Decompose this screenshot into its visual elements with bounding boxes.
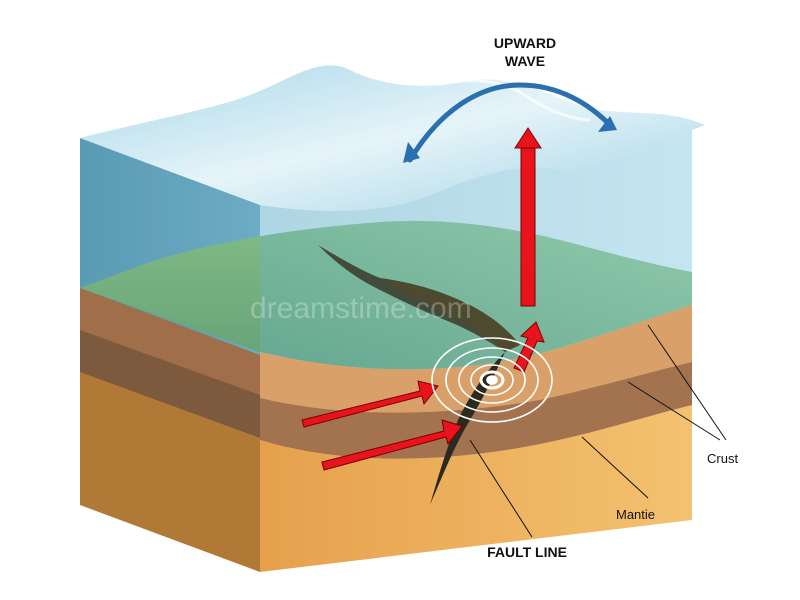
fault-line-label: FAULT LINE [487,544,567,560]
push-arrow-upper [301,380,439,428]
fault-line-leader [469,439,533,538]
mantle-layer [260,400,692,572]
wave-motion-arrow [403,82,617,163]
earthquake-focus-rings [431,337,553,423]
fault-crack [318,245,520,505]
upward-wave-label-line2: WAVE [505,53,545,69]
ocean-water-front [260,130,692,370]
labels: UPWARD WAVE Crust Mantie FAULT LINE [469,35,738,560]
upward-force-arrow [514,127,542,307]
fault-crack-depth [430,352,505,505]
upward-wave-label-line1: UPWARD [494,35,556,51]
crust-lower-side [80,325,260,438]
crust-leader-2 [627,381,721,441]
fault-crack-surface [318,245,505,352]
crust-upper-layer [260,305,692,413]
fault-crack-wide [380,278,520,352]
crust-upper-side [80,285,260,395]
push-arrow-lower [321,419,463,471]
ocean-surface-wave [80,65,705,211]
ocean-water-side-overlay [80,138,260,352]
crust-leader-1 [647,324,727,441]
crust-label: Crust [707,451,738,466]
watermark-text: dreamstime.com [250,292,472,325]
mantle-leader [581,436,649,499]
mantle-label: Mantie [616,507,655,522]
wave-crest-highlight [439,79,591,122]
